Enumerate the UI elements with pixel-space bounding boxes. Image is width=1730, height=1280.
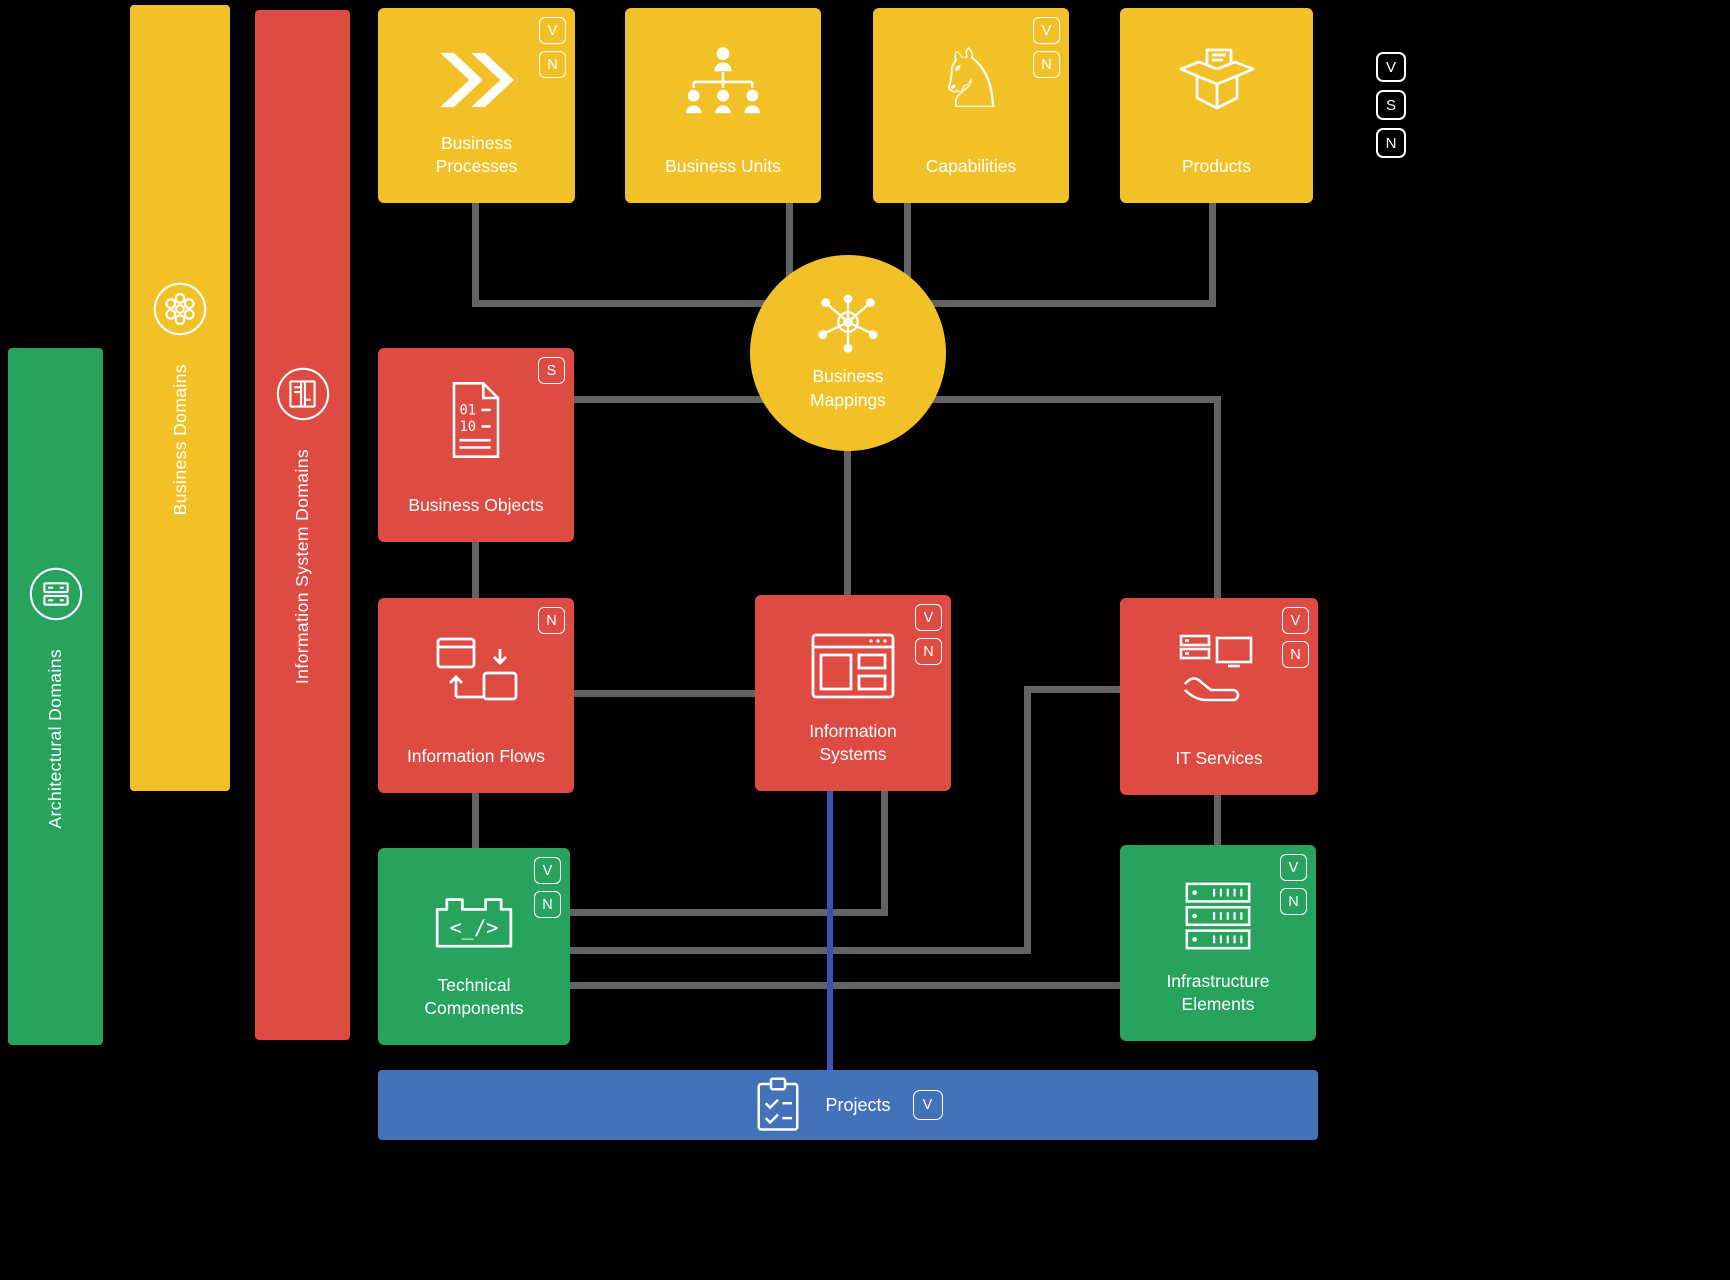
domain-bar-information-system[interactable]: Information System Domains — [255, 10, 350, 1040]
node-label: Capabilities — [925, 156, 1017, 177]
connector-line — [472, 540, 479, 602]
node-capabilities[interactable]: ♘ V N Capabilities — [873, 8, 1069, 203]
badge-v: V — [915, 604, 942, 631]
badge-n: N — [534, 891, 561, 918]
connector-line — [572, 690, 758, 697]
information-systems-icon — [755, 619, 951, 715]
connector-line — [786, 203, 793, 278]
node-label: Business Processes — [435, 132, 518, 177]
badge-n: N — [1280, 888, 1307, 915]
node-information-systems[interactable]: V N Information Systems — [755, 595, 951, 791]
node-technical-components[interactable]: <_/> V N Technical Components — [378, 848, 570, 1045]
node-label: Business Mappings — [810, 366, 886, 410]
domain-bar-label: Business Domains — [169, 364, 190, 516]
business-mappings-icon — [812, 293, 884, 357]
connector-line — [1214, 396, 1221, 602]
domain-bar-label: Information System Domains — [292, 449, 312, 685]
badge-s: S — [538, 357, 565, 384]
badge-n: N — [1282, 641, 1309, 668]
connector-line — [566, 909, 888, 916]
connector-line — [1024, 686, 1124, 693]
legend: V S N — [1376, 52, 1406, 158]
badge-n: N — [915, 638, 942, 665]
connector-line — [572, 396, 767, 403]
legend-badge-n: N — [1376, 128, 1406, 158]
badge-v: V — [1280, 854, 1307, 881]
domain-bar-architectural[interactable]: Architectural Domains — [8, 348, 103, 1045]
connector-line — [566, 982, 1122, 989]
node-infrastructure-elements[interactable]: V N Infrastructure Elements — [1120, 845, 1316, 1041]
connector-projects-line — [827, 790, 833, 1072]
domain-bar-label: Architectural Domains — [45, 648, 65, 829]
connector-line — [1214, 793, 1221, 848]
legend-badge-s: S — [1376, 90, 1406, 120]
badge-n: N — [539, 51, 566, 78]
node-label: Projects — [825, 1094, 891, 1115]
infrastructure-elements-icon — [1120, 869, 1316, 965]
svg-text:10: 10 — [460, 419, 477, 435]
node-label: Information Flows — [406, 746, 546, 767]
connector-line — [844, 448, 851, 598]
node-label: Products — [1181, 156, 1252, 177]
projects-icon — [753, 1077, 803, 1133]
badge-n: N — [1033, 51, 1060, 78]
connector-line — [881, 788, 888, 916]
connector-line — [472, 791, 479, 851]
architectural-domains-icon — [27, 565, 85, 623]
business-domains-icon — [151, 280, 209, 338]
connector-line — [904, 203, 911, 281]
domain-bar-business[interactable]: Business Domains — [130, 5, 230, 791]
node-label: IT Services — [1175, 748, 1263, 769]
node-products[interactable]: Products — [1120, 8, 1313, 203]
connector-line — [472, 300, 769, 307]
capabilities-icon: ♘ — [934, 32, 1008, 127]
information-system-domains-icon — [274, 365, 332, 423]
node-label: Information Systems — [809, 720, 897, 765]
business-processes-icon — [378, 32, 575, 128]
node-projects[interactable]: Projects V — [378, 1070, 1318, 1140]
information-flows-icon — [378, 622, 574, 718]
connector-line — [928, 300, 1216, 307]
badge-n: N — [538, 607, 565, 634]
badge-v: V — [539, 17, 566, 44]
connector-line — [928, 396, 1220, 403]
badge-v: V — [534, 857, 561, 884]
connector-line — [1209, 203, 1216, 307]
products-icon — [1120, 32, 1313, 128]
technical-components-icon: <_/> — [378, 872, 570, 968]
badge-v: V — [1033, 17, 1060, 44]
connector-line — [1024, 686, 1031, 954]
node-it-services[interactable]: V N IT Services — [1120, 598, 1318, 795]
node-business-units[interactable]: Business Units — [625, 8, 821, 203]
business-units-icon — [625, 32, 821, 128]
node-label: Infrastructure Elements — [1166, 970, 1270, 1015]
badge-v: V — [1282, 607, 1309, 634]
node-label: Business Objects — [408, 495, 544, 516]
badge-v: V — [912, 1090, 943, 1120]
node-business-mappings[interactable]: Business Mappings — [750, 255, 946, 451]
connector-line — [472, 203, 479, 307]
node-business-objects[interactable]: 01 10 S Business Objects — [378, 348, 574, 542]
node-label: Business Units — [665, 156, 781, 177]
svg-text:01: 01 — [460, 403, 477, 419]
svg-text:<_/>: <_/> — [449, 916, 498, 940]
business-objects-icon: 01 10 — [378, 372, 574, 468]
node-business-processes[interactable]: V N Business Processes — [378, 8, 575, 203]
connector-line — [566, 947, 1031, 954]
legend-badge-v: V — [1376, 52, 1406, 82]
node-label: Technical Components — [424, 974, 524, 1019]
node-information-flows[interactable]: N Information Flows — [378, 598, 574, 793]
it-services-icon — [1120, 622, 1318, 718]
